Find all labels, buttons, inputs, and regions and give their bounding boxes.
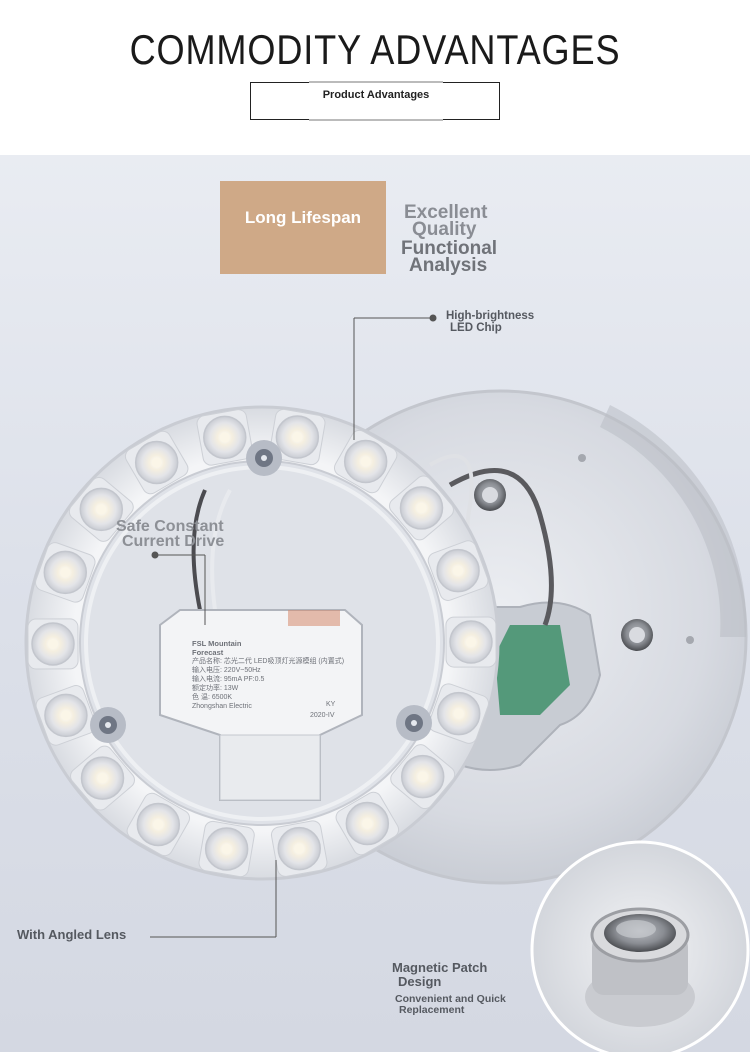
- page-subtitle: Product Advantages: [322, 89, 430, 101]
- page-title: COMMODITY ADVANTAGES: [129, 26, 621, 73]
- led-lens: [269, 408, 326, 466]
- screw-left: [90, 707, 126, 743]
- driver-maker: Zhongshan Electric: [192, 703, 252, 710]
- led-lens: [35, 685, 97, 746]
- magnet-line-2: Design: [398, 973, 442, 989]
- angled-lens-label: With Angled Lens: [17, 928, 126, 942]
- led-lens: [68, 476, 134, 542]
- driver-box: [159, 609, 363, 801]
- drive-line-1: Safe Constant: [116, 518, 224, 535]
- screw-top: [246, 440, 282, 476]
- functional-analysis-callout: Functional Analysis: [401, 239, 497, 275]
- led-lens: [445, 616, 497, 668]
- magnet-sub-2: Replacement: [399, 1004, 465, 1017]
- led-lens: [70, 745, 135, 811]
- led-lens: [196, 409, 254, 466]
- driver-label: FSL Mountain Forecast 产品名称: 芯光二代 LED吸顶灯光…: [192, 639, 357, 719]
- chip-line-1: High-brightness: [446, 310, 535, 322]
- screw-right: [396, 705, 432, 741]
- driver-spec-4: 额定功率: 13W: [192, 685, 239, 692]
- quality-line-2: Quality: [412, 219, 477, 240]
- led-lens: [198, 820, 255, 878]
- frame-accent-bottom: [309, 119, 443, 121]
- leader-lines: [150, 314, 437, 938]
- led-lens: [124, 430, 189, 495]
- driver-spec-2: 输入电压: 220V~50Hz: [192, 667, 261, 674]
- subtitle-frame: Product Advantages: [250, 81, 500, 121]
- driver-spec-1: 产品名称: 芯光二代 LED吸顶灯光源模组 (内置式): [192, 658, 345, 665]
- driver-brand-line1: FSL Mountain: [192, 639, 242, 648]
- current-drive-label: Safe Constant Current Drive: [116, 518, 225, 551]
- led-lens: [270, 820, 328, 877]
- led-lens: [427, 540, 489, 601]
- led-lens: [35, 542, 96, 603]
- led-lens: [390, 744, 456, 810]
- drive-line-2: Current Drive: [122, 532, 225, 550]
- magnet-line-1: Magnetic Patch: [392, 960, 488, 975]
- led-lens: [389, 475, 454, 541]
- magnetic-patch-label: Magnetic Patch Design Convenient and Qui…: [392, 961, 506, 1016]
- page-header: COMMODITY ADVANTAGES Product Advantages: [0, 0, 750, 155]
- long-lifespan-badge: Long Lifespan: [220, 181, 386, 274]
- lens-text: With Angled Lens: [17, 927, 127, 942]
- magnet-zoom-inset: [530, 840, 750, 1052]
- driver-date: 2020-IV: [310, 712, 335, 719]
- analysis-line-1: Functional: [401, 238, 498, 259]
- driver-model: KY: [326, 701, 336, 708]
- excellent-quality-callout: Excellent Quality: [404, 203, 487, 239]
- led-lens: [126, 792, 191, 857]
- led-lens: [428, 683, 489, 744]
- led-lens: [333, 429, 398, 494]
- led-lens: [335, 791, 400, 856]
- chip-line-2: LED Chip: [450, 322, 502, 335]
- product-photo: FSL Mountain Forecast 产品名称: 芯光二代 LED吸顶灯光…: [0, 155, 750, 1052]
- frame-accent-top: [309, 81, 443, 83]
- driver-spec-5: 色 温: 6500K: [192, 694, 233, 701]
- led-chip-label: High-brightness LED Chip: [446, 310, 534, 334]
- quality-line-1: Excellent: [404, 202, 488, 223]
- driver-spec-3: 输入电流: 95mA PF:0.5: [192, 676, 265, 683]
- led-lens: [27, 618, 79, 670]
- analysis-line-2: Analysis: [409, 255, 488, 276]
- driver-brand-line2: Forecast: [192, 648, 224, 657]
- long-lifespan-label: Long Lifespan: [244, 208, 362, 227]
- led-ring: [24, 405, 500, 881]
- magnet-sub-1: Convenient and Quick: [395, 993, 506, 1006]
- led-module-illustration: [24, 314, 750, 1052]
